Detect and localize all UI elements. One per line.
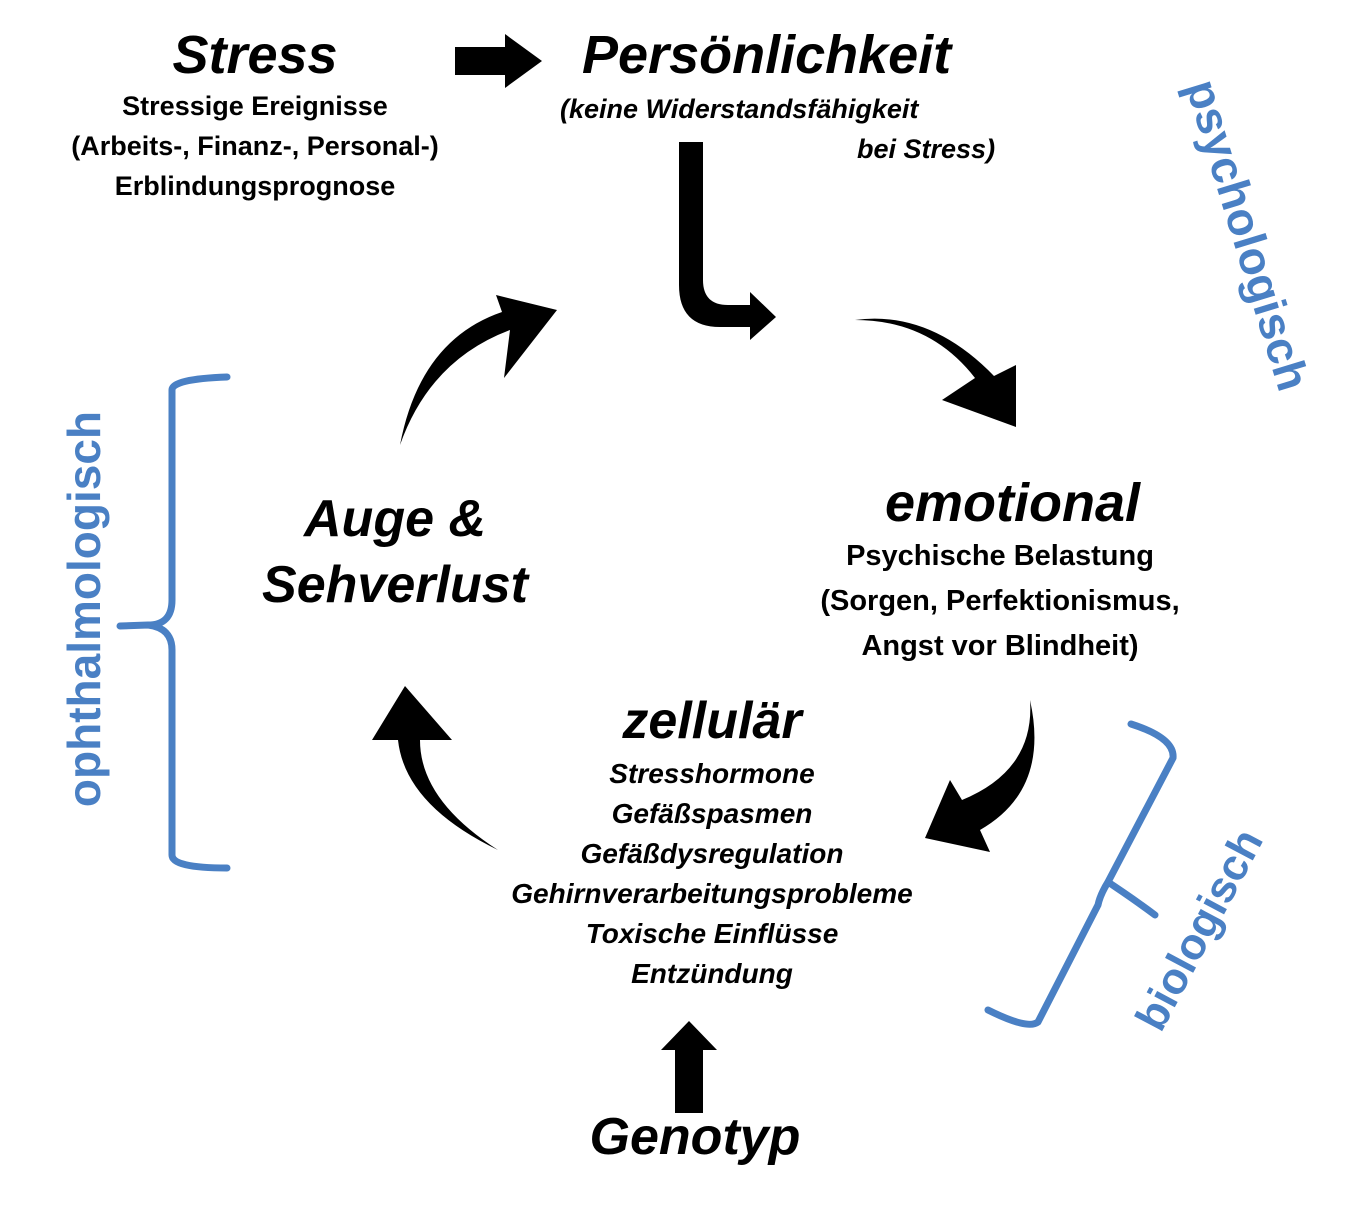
emotional-title: emotional [884,473,1141,533]
ophthalmological-bracket [116,373,231,872]
cellular-title: zellulär [622,692,802,750]
curved-arrow-to-emotional-icon [855,318,1016,427]
cellular-block: zellulär Stresshormone Gefäßspasmen Gefä… [462,688,962,994]
stress-line: (Arbeits-, Finanz-, Personal-) [71,131,439,161]
emotional-line: (Sorgen, Perfektionismus, [820,585,1180,617]
emotional-line: Angst vor Blindheit) [861,630,1139,662]
arrow-up-icon [661,1021,717,1113]
cellular-line: Toxische Einflüsse [585,918,839,949]
stress-line: Erblindungsprognose [114,171,396,201]
stress-block: Stress Stressige Ereignisse (Arbeits-, F… [20,24,490,206]
personality-title: Persönlichkeit [582,25,952,85]
stress-title: Stress [172,25,338,85]
genotype-title: Genotyp [589,1108,801,1166]
eye-line: Sehverlust [262,556,528,614]
arrow-right-icon [455,34,542,88]
curved-arrow-to-personality-icon [400,295,557,445]
bend-arrow-icon [679,142,776,340]
cellular-line: Gefäßspasmen [611,798,813,829]
eye-block: Auge & Sehverlust [230,486,560,618]
curved-arrow-to-cellular-icon [925,700,1035,852]
personality-line: (keine Widerstandsfähigkeit [560,94,919,124]
personality-line: bei Stress) [857,134,996,164]
eye-line: Auge & [304,490,486,548]
emotional-line: Psychische Belastung [846,540,1154,572]
emotional-block: emotional Psychische Belastung (Sorgen, … [780,472,1220,669]
curved-arrow-to-eye-icon [372,686,498,850]
biological-bracket [984,720,1177,1028]
cellular-line: Gehirnverarbeitungsprobleme [511,878,913,909]
stress-line: Stressige Ereignisse [122,91,388,121]
cellular-line: Entzündung [631,958,793,989]
ophthalmological-label: ophthalmologisch [58,410,110,808]
cellular-line: Gefäßdysregulation [580,838,844,869]
cellular-line: Stresshormone [609,758,815,789]
